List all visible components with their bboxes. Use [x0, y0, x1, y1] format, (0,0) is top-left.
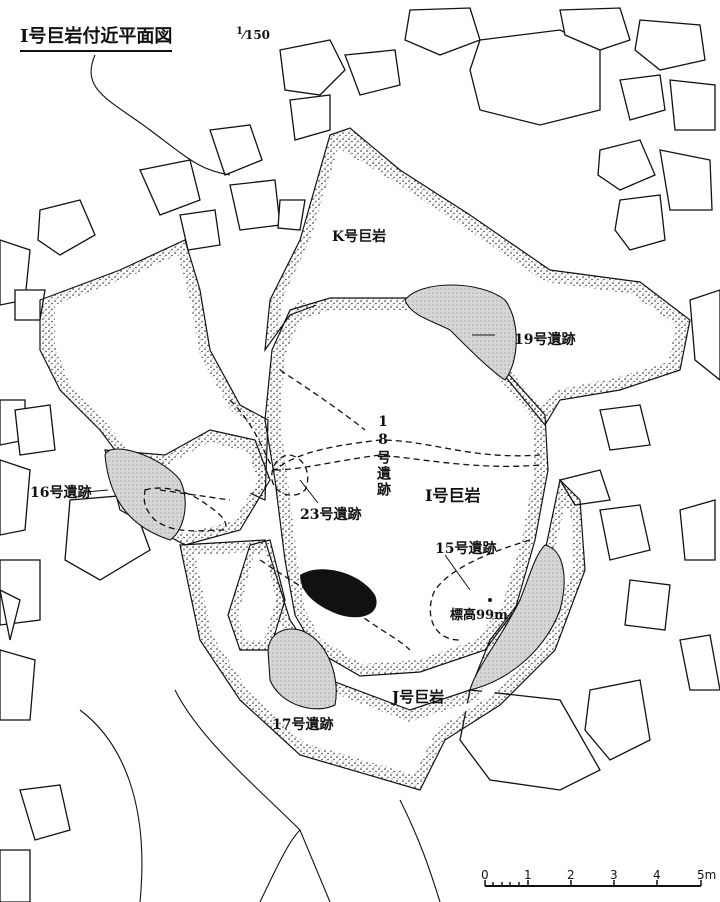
site-15-area — [469, 544, 565, 691]
site-areas — [104, 284, 565, 710]
scale-tick-5: 5m — [697, 868, 717, 882]
scale-tick-1: 1 — [524, 868, 532, 882]
boulder-K — [264, 127, 691, 427]
surrounding-stones — [0, 7, 720, 902]
label-site-15: 15号遺跡 — [435, 541, 497, 557]
scale-tick-3: 3 — [610, 868, 618, 882]
site-19-area — [404, 284, 517, 381]
contour-lines — [79, 54, 441, 902]
scale-numerator: 1 — [236, 26, 243, 37]
label-boulder-I: I号巨岩 — [425, 486, 481, 505]
label-elevation: 標高99m — [450, 608, 508, 623]
elevation-point — [488, 598, 492, 602]
map-title: I号巨岩付近平面図 — [20, 22, 173, 52]
label-site-19: 19号遺跡 — [514, 332, 576, 348]
scale-tick-0: 0 — [481, 868, 489, 882]
label-boulder-K: K号巨岩 — [332, 229, 387, 245]
label-site-18: 18号遺跡 — [375, 414, 391, 498]
scale-tick-4: 4 — [653, 868, 661, 882]
scale-tick-2: 2 — [567, 868, 575, 882]
scale-ratio: 1⁄150 — [236, 26, 271, 42]
scale-bar — [484, 880, 702, 887]
label-boulder-J: J号巨岩 — [392, 688, 445, 706]
label-site-23: 23号遺跡 — [300, 507, 362, 523]
leader-lines — [85, 334, 495, 591]
site-boundaries-dashed — [143, 369, 541, 651]
label-site-16: 16号遺跡 — [30, 485, 92, 501]
site-17-area — [267, 628, 337, 710]
label-site-17: 17号遺跡 — [272, 717, 334, 733]
dark-feature — [300, 569, 377, 618]
scale-denominator: 150 — [244, 28, 271, 42]
